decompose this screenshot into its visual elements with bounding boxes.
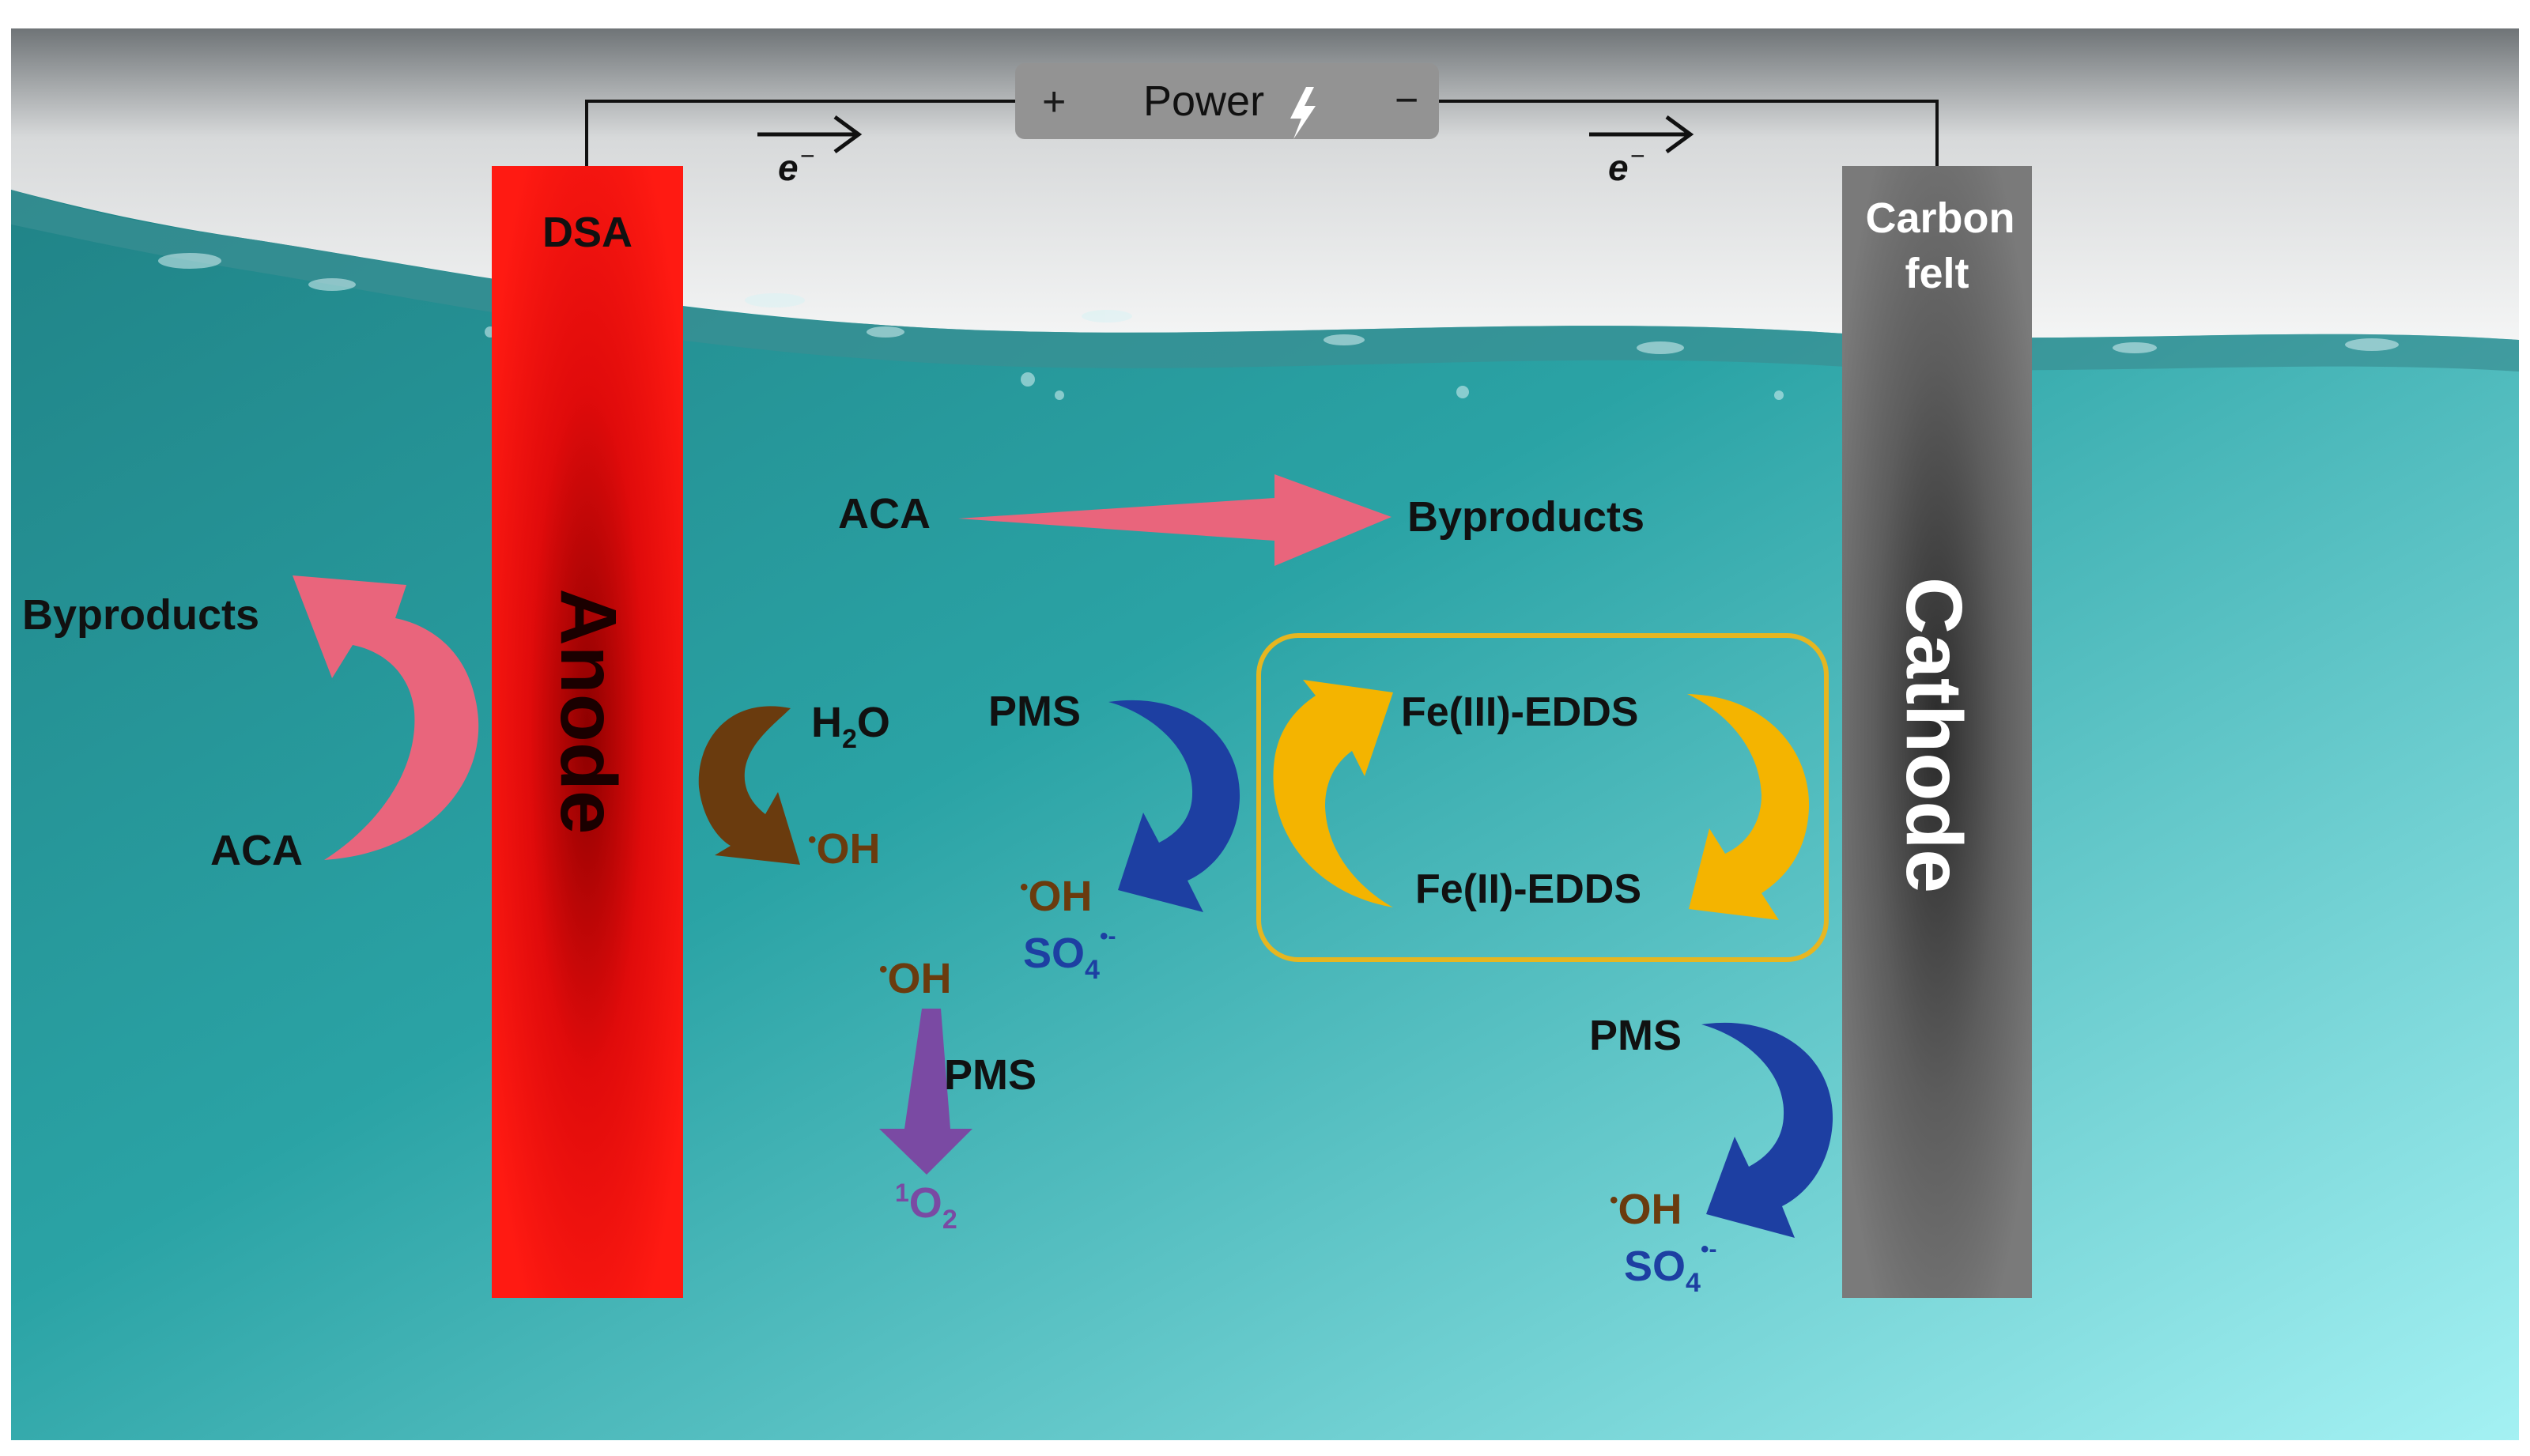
so4-label-middle: SO4•- — [1023, 923, 1116, 985]
cathode-top-label-line2: felt — [1905, 250, 1969, 297]
lightning-icon — [1290, 87, 1316, 139]
h2o-to-oh-curved-arrow — [698, 706, 800, 865]
cathode-electrode — [1842, 166, 2032, 1298]
oh-label-cathode: •OH — [1610, 1186, 1682, 1233]
cathode-label: Cathode — [1890, 577, 1978, 893]
aca-label-center: ACA — [838, 490, 931, 538]
so4-label-cathode: SO4•- — [1624, 1236, 1716, 1298]
aca-to-byproducts-curved-arrow — [293, 575, 479, 860]
singlet-oxygen-label: 1O2 — [895, 1179, 957, 1235]
fe3-label: Fe(III)-EDDS — [1401, 689, 1638, 735]
electron-flow-left: e − — [757, 115, 863, 188]
anode-label: Anode — [544, 588, 632, 834]
cathode-top-label-line1: Carbon — [1866, 194, 2015, 242]
pms-label-middle: PMS — [988, 688, 1081, 735]
fe-cycle-box — [1256, 633, 1829, 962]
oh-label-singlet: •OH — [879, 955, 952, 1002]
electron-flow-right: e − — [1589, 115, 1694, 188]
anode-electrode — [492, 166, 683, 1298]
oh-label-anode: •OH — [808, 825, 881, 873]
anode-top-label: DSA — [542, 209, 632, 256]
oh-label-middle: •OH — [1020, 873, 1093, 920]
fe-oxidation-arrow-right — [1687, 694, 1810, 920]
power-supply — [1015, 63, 1439, 139]
oh-to-singlet-oxygen-arrow — [879, 1009, 972, 1175]
electron-symbol: e — [778, 147, 799, 188]
power-minus: − — [1395, 77, 1418, 123]
electron-charge: − — [800, 141, 815, 170]
byproducts-label-center: Byproducts — [1407, 493, 1644, 541]
pms-label-singlet: PMS — [944, 1051, 1037, 1099]
power-label: Power — [1143, 77, 1264, 125]
byproducts-label-left: Byproducts — [22, 591, 259, 639]
fe-reduction-arrow-left — [1273, 680, 1393, 907]
electron-charge: − — [1630, 141, 1645, 170]
power-plus: + — [1042, 79, 1066, 125]
aca-label-left: ACA — [210, 827, 303, 874]
h2o-label: H2O — [811, 699, 890, 754]
circuit-wire — [585, 100, 1939, 166]
pms-to-radicals-arrow-cathode — [1701, 1022, 1833, 1238]
electron-symbol: e — [1608, 147, 1629, 188]
pms-to-radicals-arrow-middle — [1108, 700, 1240, 912]
pms-label-cathode: PMS — [1589, 1012, 1682, 1059]
fe2-label: Fe(II)-EDDS — [1415, 866, 1641, 912]
aca-to-byproducts-arrow — [958, 474, 1392, 566]
